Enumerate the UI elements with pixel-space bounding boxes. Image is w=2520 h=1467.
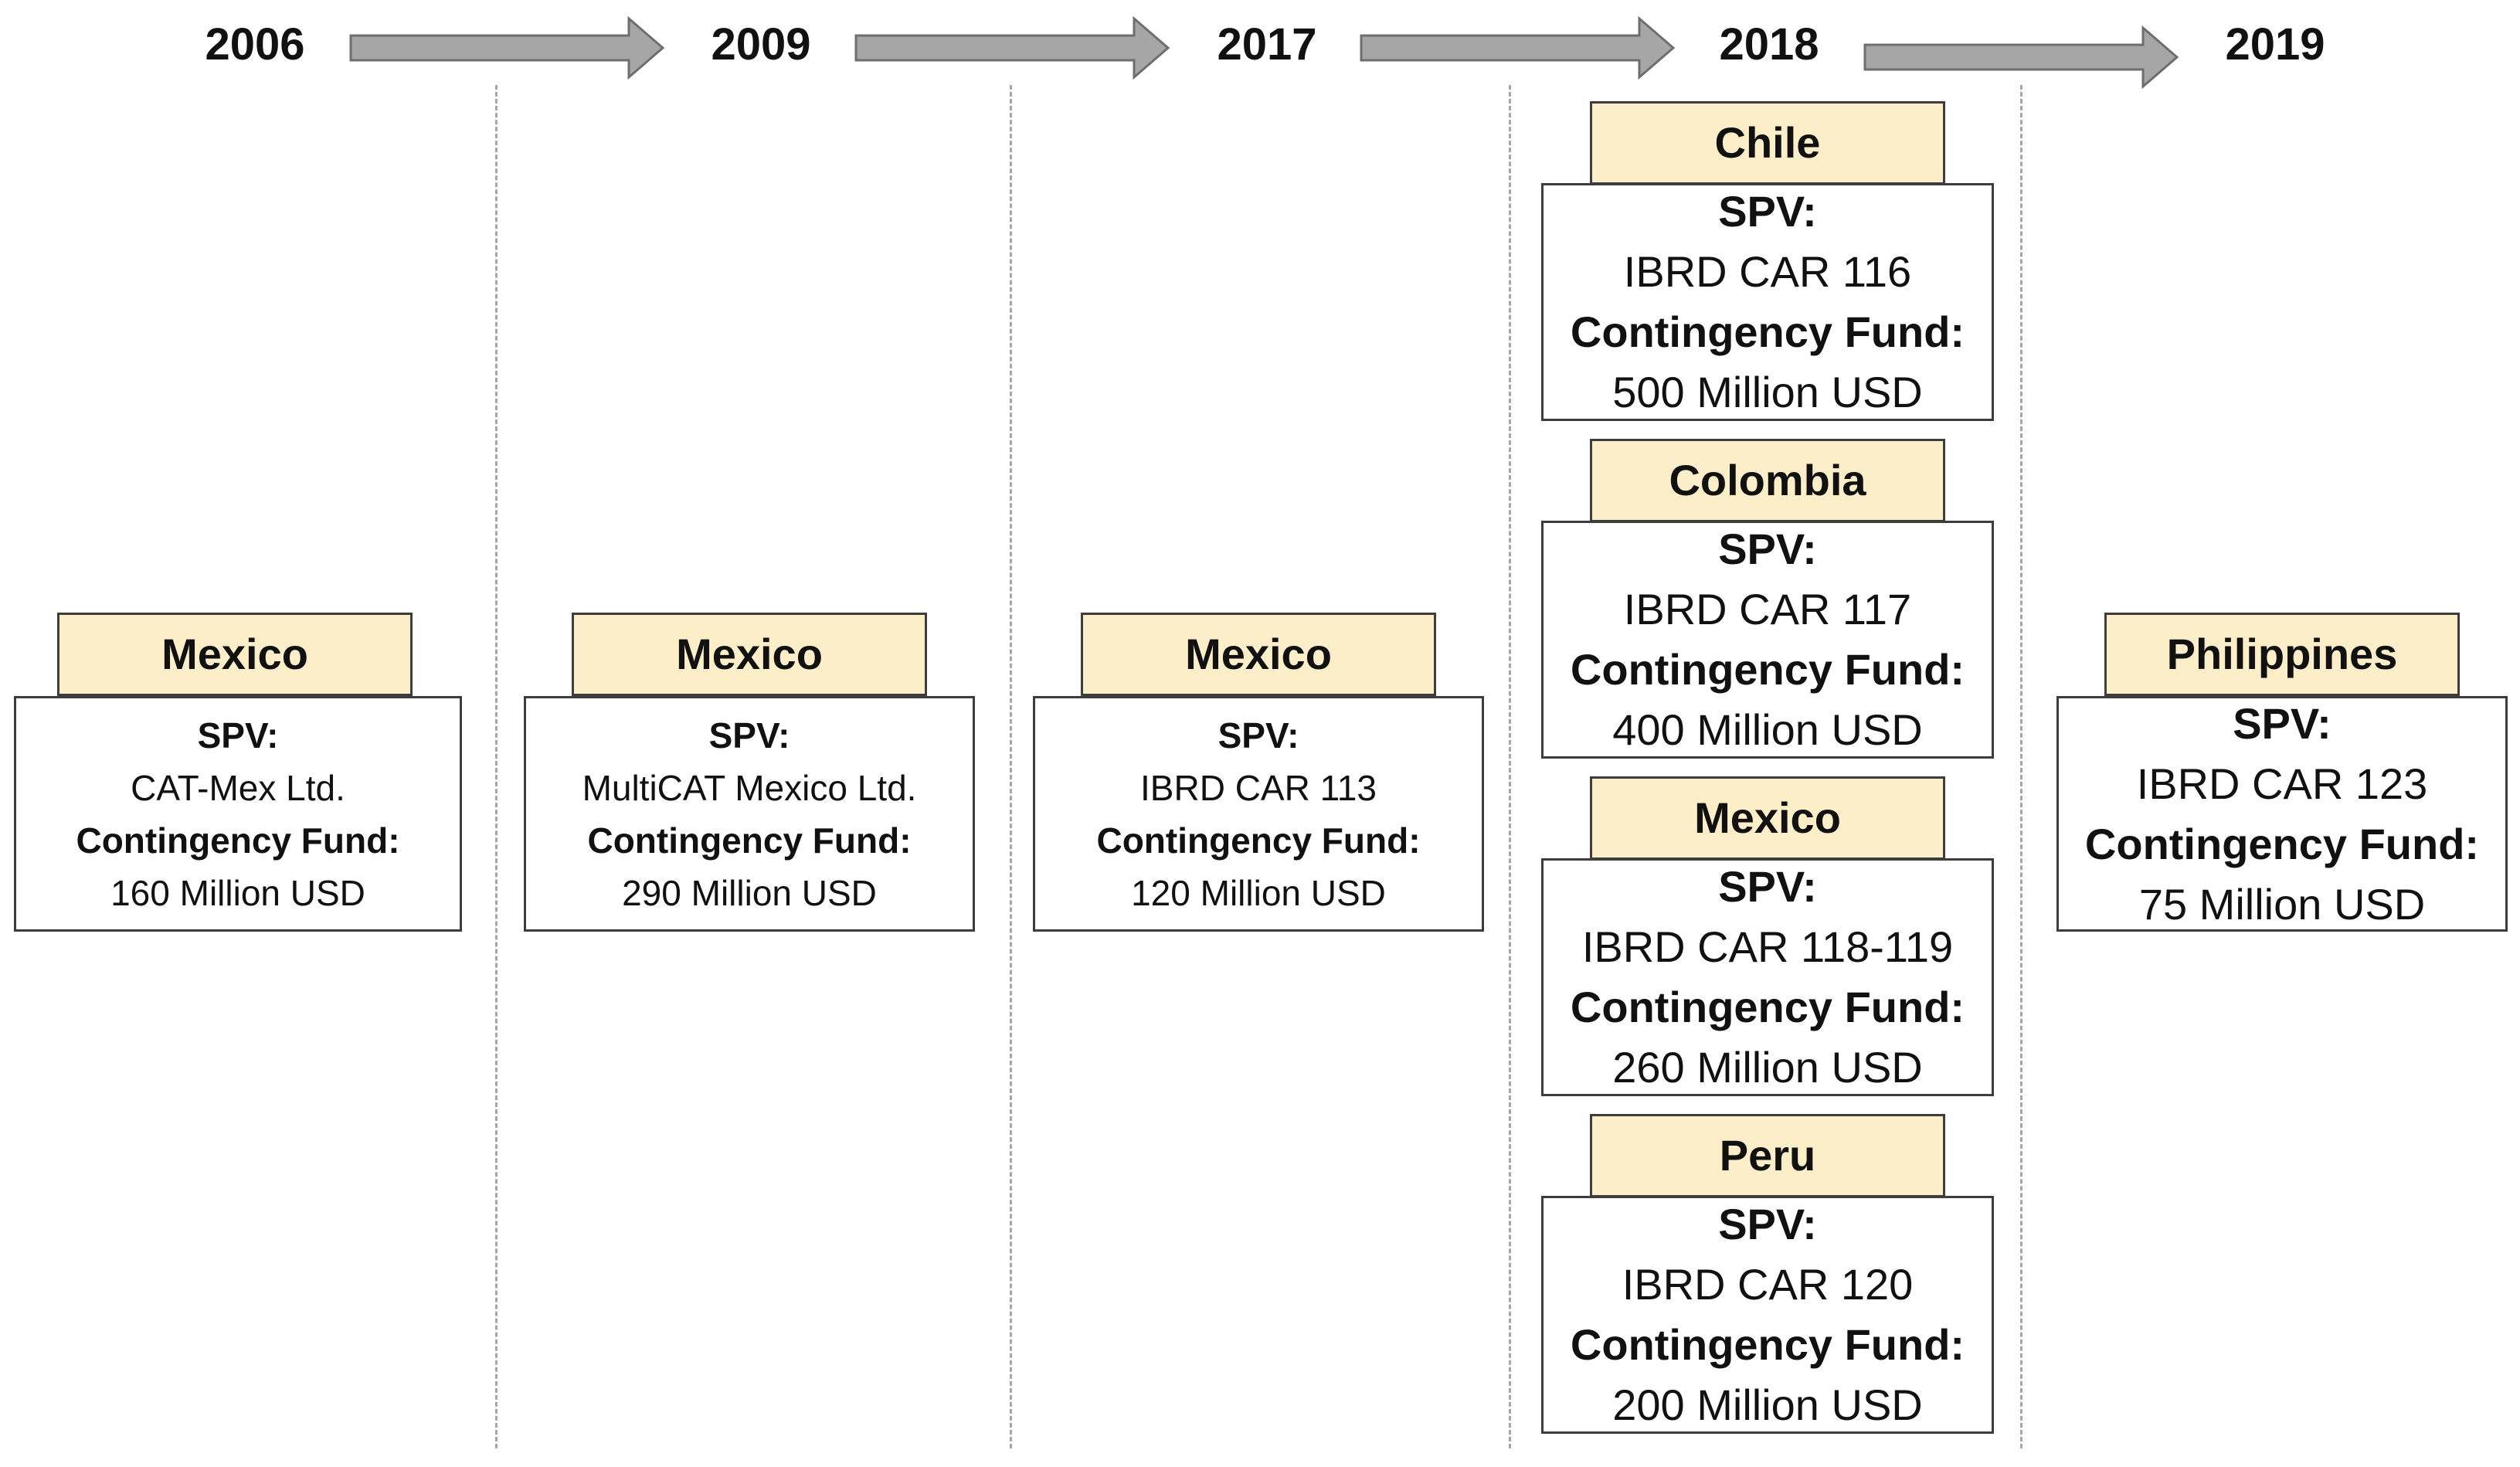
country-tab: Mexico [572, 613, 927, 696]
country-tab: Mexico [57, 613, 413, 696]
bond-card-2009-mexico: Mexico SPV: MultiCAT Mexico Ltd. Conting… [524, 613, 975, 933]
bond-details: SPV: IBRD CAR 120 Contingency Fund: 200 … [1541, 1196, 1994, 1434]
spv-value: MultiCAT Mexico Ltd. [582, 767, 917, 808]
spv-label: SPV: [1718, 187, 1817, 236]
bond-details: SPV: IBRD CAR 118-119 Contingency Fund: … [1541, 858, 1994, 1096]
fund-label: Contingency Fund: [1570, 983, 1965, 1031]
spv-value: IBRD CAR 118-119 [1581, 922, 1954, 971]
spv-value: IBRD CAR 120 [1622, 1260, 1914, 1309]
fund-value: 290 Million USD [622, 872, 877, 913]
fund-label: Contingency Fund: [1570, 1320, 1965, 1369]
spv-label: SPV: [1218, 715, 1299, 756]
country-tab: Colombia [1590, 439, 1945, 522]
fund-label: Contingency Fund: [2084, 819, 2480, 868]
fund-value: 120 Million USD [1131, 872, 1386, 913]
year-label-2006: 2006 [205, 19, 305, 70]
fund-value: 75 Million USD [2138, 879, 2426, 929]
bond-card-2018-peru: Peru SPV: IBRD CAR 120 Contingency Fund:… [1541, 1114, 1994, 1434]
spv-value: IBRD CAR 113 [1140, 767, 1377, 808]
year-label-2017: 2017 [1217, 19, 1317, 70]
bond-card-2018-chile: Chile SPV: IBRD CAR 116 Contingency Fund… [1541, 101, 1994, 421]
bond-card-2018-colombia: Colombia SPV: IBRD CAR 117 Contingency F… [1541, 439, 1994, 759]
bond-details: SPV: IBRD CAR 117 Contingency Fund: 400 … [1541, 521, 1994, 759]
fund-value: 260 Million USD [1612, 1043, 1923, 1092]
country-tab: Mexico [1081, 613, 1436, 696]
country-tab: Peru [1590, 1114, 1945, 1197]
spv-label: SPV: [1718, 525, 1817, 573]
divider-1 [495, 85, 498, 1448]
spv-value: CAT-Mex Ltd. [131, 767, 345, 808]
bond-details: SPV: MultiCAT Mexico Ltd. Contingency Fu… [524, 696, 975, 932]
divider-2 [1010, 85, 1012, 1448]
timeline-arrow-4 [1863, 25, 2179, 90]
bond-card-2018-mexico: Mexico SPV: IBRD CAR 118-119 Contingency… [1541, 776, 1994, 1096]
fund-value: 500 Million USD [1612, 368, 1923, 416]
spv-label: SPV: [1718, 1200, 1817, 1248]
country-tab: Chile [1590, 101, 1945, 185]
spv-label: SPV: [197, 715, 279, 756]
year-label-2018: 2018 [1719, 19, 1819, 70]
fund-label: Contingency Fund: [1096, 820, 1421, 861]
spv-value: IBRD CAR 123 [2136, 759, 2428, 808]
bond-details: SPV: CAT-Mex Ltd. Contingency Fund: 160 … [14, 696, 462, 932]
spv-label: SPV: [708, 715, 790, 756]
timeline-arrow-2 [854, 15, 1170, 80]
timeline-arrow-1 [349, 15, 665, 80]
spv-value: IBRD CAR 117 [1623, 585, 1912, 633]
bond-details: SPV: IBRD CAR 116 Contingency Fund: 500 … [1541, 183, 1994, 421]
divider-4 [2020, 85, 2022, 1448]
fund-label: Contingency Fund: [76, 820, 400, 861]
bond-card-2006-mexico: Mexico SPV: CAT-Mex Ltd. Contingency Fun… [14, 613, 462, 933]
year-label-2009: 2009 [711, 19, 811, 70]
fund-label: Contingency Fund: [1570, 645, 1965, 694]
country-tab: Mexico [1590, 776, 1945, 860]
spv-label: SPV: [1718, 862, 1817, 911]
divider-3 [1509, 85, 1511, 1448]
fund-label: Contingency Fund: [1570, 307, 1965, 356]
year-label-2019: 2019 [2225, 19, 2325, 70]
bond-card-2017-mexico: Mexico SPV: IBRD CAR 113 Contingency Fun… [1033, 613, 1484, 933]
timeline-arrow-3 [1360, 15, 1676, 80]
bond-details: SPV: IBRD CAR 113 Contingency Fund: 120 … [1033, 696, 1484, 932]
fund-value: 200 Million USD [1612, 1380, 1923, 1429]
country-tab: Philippines [2104, 613, 2460, 696]
spv-value: IBRD CAR 116 [1623, 247, 1912, 296]
bond-details: SPV: IBRD CAR 123 Contingency Fund: 75 M… [2056, 696, 2508, 932]
fund-label: Contingency Fund: [587, 820, 912, 861]
fund-value: 160 Million USD [110, 872, 365, 913]
bond-card-2019-philippines: Philippines SPV: IBRD CAR 123 Contingenc… [2056, 613, 2508, 933]
fund-value: 400 Million USD [1612, 705, 1923, 754]
spv-label: SPV: [2233, 698, 2332, 748]
